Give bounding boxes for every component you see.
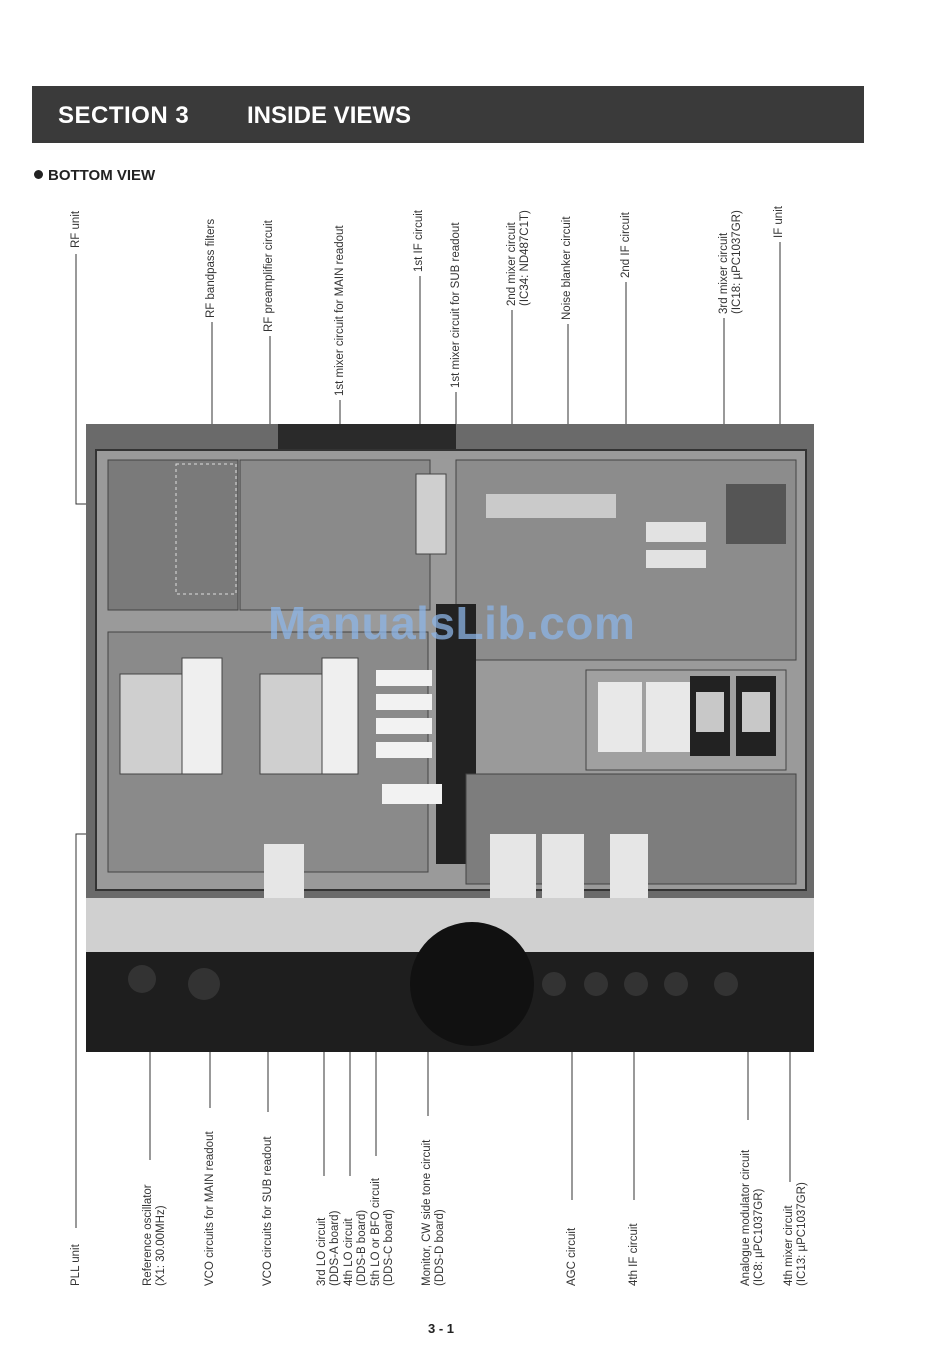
label-rf-bandpass-filters: RF bandpass filters [205,218,217,318]
label-3rd-mixer: 3rd mixer circuit (IC18: µPC1037GR) [718,210,743,314]
label-vco-sub: VCO circuits for SUB readout [262,1136,274,1286]
section-title: INSIDE VIEWS [247,102,412,129]
label-rf-preamplifier: RF preamplifier circuit [263,220,275,332]
label-2nd-if: 2nd IF circuit [620,212,632,278]
bullet-icon [34,170,43,179]
section-number: SECTION 3 [58,102,190,129]
label-1st-mixer-main: 1st mixer circuit for MAIN readout [334,225,346,396]
watermark: ManualsLib.com [268,597,636,649]
pcb-illustration [86,424,814,1052]
label-1st-if: 1st IF circuit [413,210,425,272]
label-noise-blanker: Noise blanker circuit [561,216,573,320]
label-3rd-lo: 3rd LO circuit (DDS-A board) [316,1210,341,1286]
label-reference-oscillator: Reference oscillator (X1: 30.00MHz) [142,1184,167,1286]
label-4th-lo: 4th LO circuit (DDS-B board) [343,1209,368,1286]
label-monitor-cw: Monitor, CW side tone circuit (DDS-D boa… [421,1139,446,1286]
label-rf-unit: RF unit [70,210,82,248]
section-header-bar: SECTION 3 INSIDE VIEWS [32,86,864,143]
subheading-text: BOTTOM VIEW [48,167,156,184]
label-2nd-mixer: 2nd mixer circuit (IC34: ND487C1T) [506,210,531,306]
label-4th-mixer: 4th mixer circuit (IC13: µPC1037GR) [783,1182,808,1286]
label-if-unit: IF unit [773,206,785,238]
subheading: BOTTOM VIEW [34,167,155,184]
label-analogue-modulator: Analogue modulator circuit (IC8: µPC1037… [740,1149,765,1286]
inside-view-photo [86,424,814,1052]
label-4th-if: 4th IF circuit [628,1223,640,1286]
label-pll-unit: PLL unit [70,1244,82,1286]
label-5th-lo-bfo: 5th LO or BFO circuit (DDS-C board) [370,1177,395,1286]
label-vco-main: VCO circuits for MAIN readout [204,1131,216,1286]
label-agc: AGC circuit [566,1227,578,1286]
page-number: 3 - 1 [428,1321,455,1336]
label-1st-mixer-sub: 1st mixer circuit for SUB readout [450,222,462,388]
